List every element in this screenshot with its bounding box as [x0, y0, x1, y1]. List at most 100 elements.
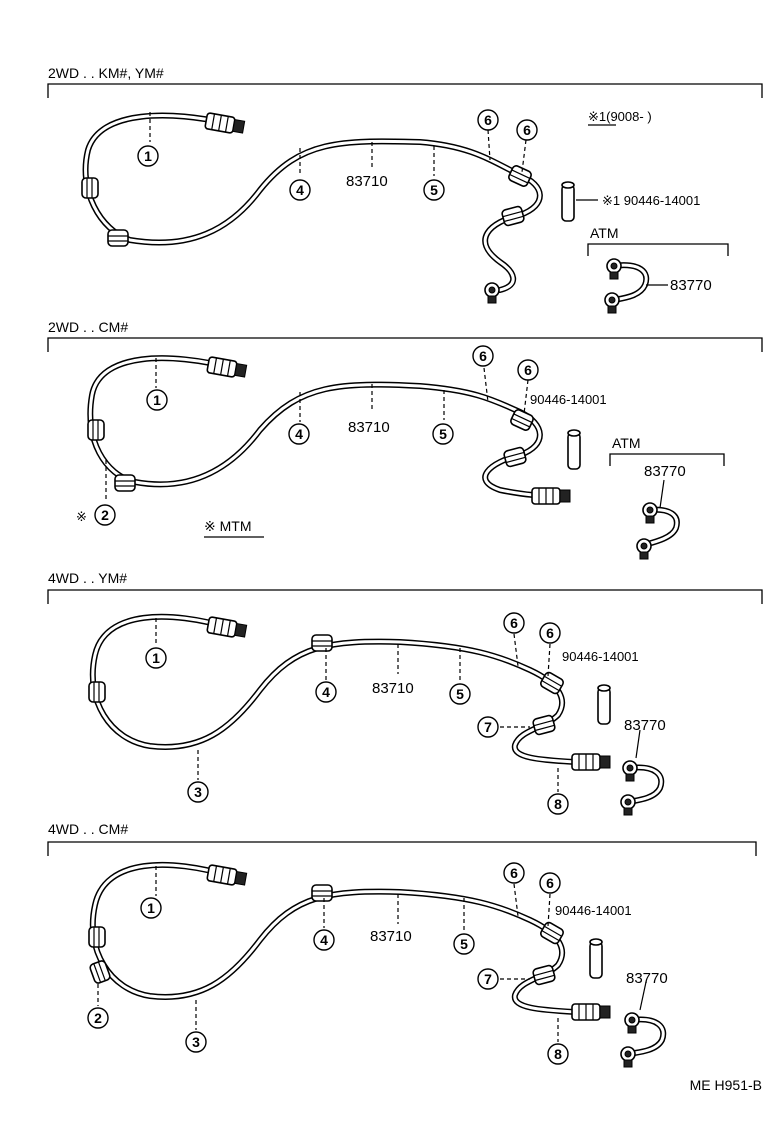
svg-text:7: 7: [484, 719, 492, 735]
clamp: [500, 204, 526, 228]
atm-bracket: [587, 243, 729, 256]
meter-connector: [206, 863, 248, 888]
svg-text:5: 5: [460, 936, 468, 952]
svg-text:3: 3: [192, 1034, 200, 1050]
section-2wd-cm: 2WD . . CM# 1 ※ 2 4 5 6 6 83710 90446-14…: [47, 319, 763, 560]
callout-3: 3: [185, 1031, 207, 1053]
callout-5: 5: [423, 179, 445, 201]
callout-6: 6: [516, 119, 538, 141]
side-part-number: 90446-14001: [562, 649, 639, 664]
svg-text:4: 4: [322, 684, 330, 700]
transmission-connector: [571, 753, 611, 771]
svg-text:5: 5: [456, 686, 464, 702]
svg-text:1: 1: [153, 392, 161, 408]
side-part-number: 90446-14001: [530, 392, 607, 407]
cable-part-number: 83710: [348, 419, 390, 436]
callout-1: 1: [137, 145, 159, 167]
callout-1: 1: [145, 647, 167, 669]
clamp: [311, 634, 333, 652]
meter-connector: [206, 615, 248, 640]
svg-text:6: 6: [484, 112, 492, 128]
callout-6: 6: [503, 862, 525, 884]
sleeve-90446: [589, 938, 603, 979]
svg-text:6: 6: [523, 122, 531, 138]
callout-5: 5: [432, 423, 454, 445]
callout-5: 5: [449, 683, 471, 705]
section-2wd-km-ym: 2WD . . KM#, YM# 1 4 5 6 6 83710 ※1(9008…: [47, 65, 763, 314]
callout-6: 6: [539, 872, 561, 894]
note-label: ※1(9008- ): [588, 109, 652, 124]
mtm-note: ※ MTM: [204, 518, 252, 534]
clamp: [114, 474, 136, 492]
cable-part-number: 83710: [372, 680, 414, 697]
sleeve-90446: [597, 684, 611, 725]
svg-text:4: 4: [296, 182, 304, 198]
callout-6: 6: [472, 345, 494, 367]
grommet: [88, 681, 106, 703]
star-prefix: ※: [76, 509, 87, 524]
svg-text:2: 2: [101, 507, 109, 523]
meter-connector: [206, 355, 248, 380]
svg-text:6: 6: [546, 875, 554, 891]
svg-text:8: 8: [554, 1046, 562, 1062]
callout-1: 1: [146, 389, 168, 411]
cable-main: [82, 112, 543, 293]
callout-7: 7: [477, 968, 499, 990]
atm-heading: ATM: [590, 225, 619, 241]
svg-text:1: 1: [144, 148, 152, 164]
section-4wd-ym: 4WD . . YM# 1 3 4 5 6 6 7 8 83710 90446-…: [47, 570, 763, 816]
svg-text:3: 3: [194, 784, 202, 800]
callout-4: 4: [315, 681, 337, 703]
svg-text:6: 6: [510, 865, 518, 881]
svg-text:6: 6: [479, 348, 487, 364]
clamp: [531, 713, 557, 737]
side-part-number: 90446-14001: [555, 903, 632, 918]
atm-part-number: 83770: [624, 717, 666, 734]
svg-text:6: 6: [524, 362, 532, 378]
transmission-connector: [571, 1003, 611, 1021]
section-heading: 2WD . . CM#: [48, 319, 128, 335]
note-part-number: ※1 90446-14001: [602, 193, 700, 208]
svg-text:1: 1: [152, 650, 160, 666]
section-heading: 2WD . . KM#, YM#: [48, 65, 164, 81]
callout-3: 3: [187, 781, 209, 803]
callout-6: 6: [503, 612, 525, 634]
svg-text:6: 6: [510, 615, 518, 631]
section-bracket: [47, 589, 763, 604]
callout-4: 4: [289, 179, 311, 201]
transmission-connector: [531, 487, 571, 505]
svg-text:7: 7: [484, 971, 492, 987]
svg-text:2: 2: [94, 1010, 102, 1026]
clamp: [88, 959, 112, 985]
callout-7: 7: [477, 716, 499, 738]
cable-part-number: 83710: [370, 928, 412, 945]
cable-main: [87, 355, 563, 499]
sleeve-90446: [567, 429, 581, 470]
cable-part-number: 83710: [346, 173, 388, 190]
callout-2: 2: [94, 504, 116, 526]
svg-text:8: 8: [554, 796, 562, 812]
callout-1: 1: [140, 897, 162, 919]
atm-bracket: [609, 453, 725, 466]
callout-5: 5: [453, 933, 475, 955]
callout-2: 2: [87, 1007, 109, 1029]
svg-text:5: 5: [430, 182, 438, 198]
grommet: [88, 926, 106, 948]
grommet: [81, 177, 99, 199]
section-bracket: [47, 337, 763, 352]
callout-4: 4: [313, 929, 335, 951]
atm-heading: ATM: [612, 435, 641, 451]
callout-8: 8: [547, 793, 569, 815]
diagram-code: ME H951-B: [690, 1077, 762, 1093]
section-heading: 4WD . . CM#: [48, 821, 128, 837]
clamp: [311, 884, 333, 902]
atm-part-number: 83770: [670, 277, 712, 294]
clamp: [107, 229, 129, 247]
callout-6: 6: [539, 622, 561, 644]
clamp: [531, 963, 557, 987]
svg-text:1: 1: [147, 900, 155, 916]
svg-text:4: 4: [320, 932, 328, 948]
svg-text:6: 6: [546, 625, 554, 641]
section-heading: 4WD . . YM#: [48, 570, 127, 586]
